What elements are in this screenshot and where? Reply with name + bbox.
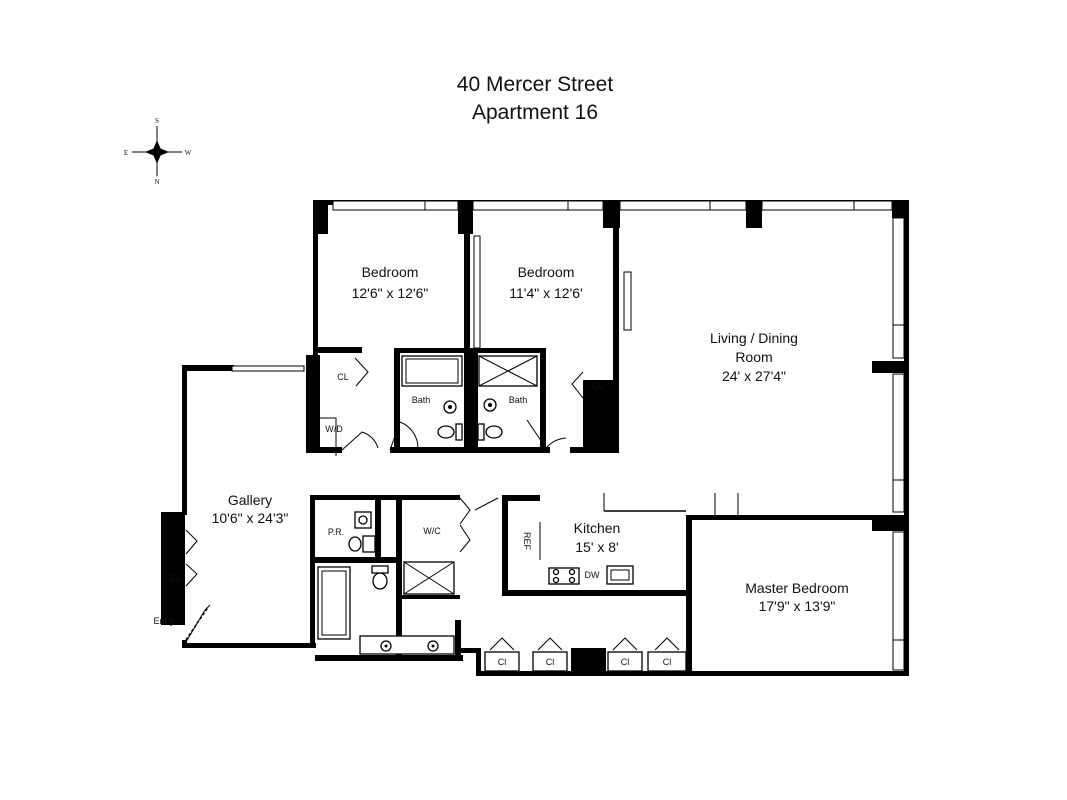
exterior-walls xyxy=(161,200,909,676)
unit-title: Apartment 16 xyxy=(472,101,598,124)
gallery-name: Gallery xyxy=(228,492,272,508)
gallery-size: 10'6" x 24'3" xyxy=(212,510,289,526)
compass-south-label: S xyxy=(155,117,159,125)
compass-east-label: E xyxy=(124,149,128,157)
compass-north-label: N xyxy=(154,178,159,186)
living-room-name-line2: Room xyxy=(735,349,772,365)
bedroom-2-size: 11'4" x 12'6' xyxy=(509,285,582,301)
entry-label: Entry xyxy=(153,616,175,626)
closet-bottom-2-label: Cl xyxy=(546,657,555,667)
bath-1-label: Bath xyxy=(412,395,431,405)
master-bedroom-size: 17'9" x 13'9" xyxy=(759,598,836,614)
kitchen-size: 15' x 8' xyxy=(575,539,618,555)
refrigerator-label: REF xyxy=(522,532,532,551)
address-title: 40 Mercer Street xyxy=(457,73,614,96)
washer-dryer-label: W/D xyxy=(325,424,343,434)
compass-rose-icon: S N E W xyxy=(124,117,192,186)
living-room-name-line1: Living / Dining xyxy=(710,330,798,346)
closet-bottom-1-label: Cl xyxy=(498,657,507,667)
bedroom-1-size: 12'6" x 12'6" xyxy=(352,285,429,301)
doors xyxy=(185,357,687,672)
living-room-size: 24' x 27'4" xyxy=(722,368,786,384)
master-bedroom-name: Master Bedroom xyxy=(745,580,848,596)
compass-west-label: W xyxy=(185,149,192,157)
bedroom-2-name: Bedroom xyxy=(518,264,575,280)
closet-bedroom-1-label: CL xyxy=(337,372,349,382)
closet-bottom-3-label: Cl xyxy=(621,657,630,667)
powder-room-label: P.R. xyxy=(328,527,344,537)
bedroom-1-name: Bedroom xyxy=(362,264,419,280)
bath-2-label: Bath xyxy=(509,395,528,405)
walk-in-closet-label: W/C xyxy=(423,526,441,536)
closet-bottom-4-label: Cl xyxy=(663,657,672,667)
fixtures xyxy=(317,352,634,655)
kitchen-name: Kitchen xyxy=(574,520,621,536)
closet-gallery-label: CL xyxy=(169,573,181,583)
closet-bedroom-2-label: CL xyxy=(592,381,604,391)
dishwasher-label: DW xyxy=(585,570,600,580)
